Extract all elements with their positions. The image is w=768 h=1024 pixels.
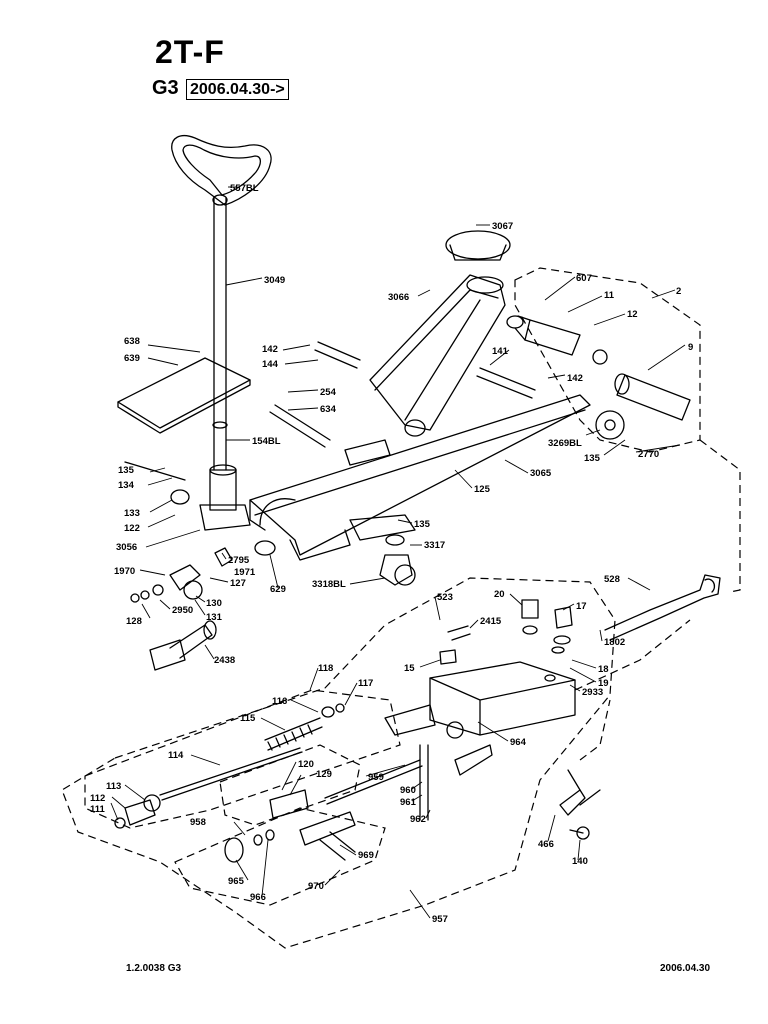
label-12: 12 — [627, 309, 638, 320]
label-629: 629 — [270, 584, 286, 595]
label-958: 958 — [190, 817, 206, 828]
valve-block — [429, 661, 576, 736]
label-969: 969 — [358, 850, 374, 861]
label-9: 9 — [688, 342, 693, 353]
label-962: 962 — [410, 814, 426, 825]
label-965: 965 — [228, 876, 245, 887]
date-range-box: 2006.04.30-> — [186, 79, 289, 100]
label-528: 528 — [604, 574, 620, 585]
label-2438: 2438 — [214, 655, 235, 666]
label-961: 961 — [400, 797, 417, 808]
label-1970: 1970 — [114, 566, 135, 577]
label-3067: 3067 — [492, 221, 513, 232]
release-rod — [159, 747, 303, 801]
label-523: 523 — [437, 592, 453, 603]
assembly-957-outline — [61, 577, 616, 949]
label-1971: 1971 — [234, 567, 256, 578]
label-966: 966 — [250, 892, 266, 903]
label-127: 127 — [230, 578, 246, 589]
label-129: 129 — [316, 769, 332, 780]
label-140: 140 — [572, 856, 588, 867]
label-18: 18 — [598, 664, 609, 675]
label-125: 125 — [474, 484, 491, 495]
main-frame — [249, 394, 591, 556]
label-2415: 2415 — [480, 616, 502, 627]
label-964: 964 — [510, 737, 527, 748]
label-114: 114 — [168, 750, 184, 761]
label-970: 970 — [308, 881, 324, 892]
label-11: 11 — [604, 290, 615, 301]
caster-wheel — [379, 554, 413, 586]
label-113: 113 — [106, 781, 121, 792]
label-2795: 2795 — [228, 555, 250, 566]
label-3269BL: 3269BL — [548, 438, 582, 449]
label-2950: 2950 — [172, 605, 193, 616]
label-3317: 3317 — [424, 540, 445, 551]
label-117: 117 — [358, 678, 373, 689]
label-466: 466 — [538, 839, 554, 850]
label-2: 2 — [676, 286, 681, 297]
diagram-title: 2T-F — [155, 34, 225, 70]
label-135-a: 135 — [584, 453, 601, 464]
label-134: 134 — [118, 480, 135, 491]
footer-date: 2006.04.30 — [660, 963, 711, 974]
footer-code: 1.2.0038 G3 — [126, 963, 182, 974]
label-142-a: 142 — [262, 344, 278, 355]
label-115: 115 — [240, 713, 256, 724]
lift-saddle — [445, 230, 511, 260]
label-144: 144 — [262, 359, 279, 370]
foot-pedal — [149, 639, 186, 671]
label-607: 607 — [576, 273, 592, 284]
hydraulic-line — [604, 574, 721, 641]
label-557BL: 557BL — [230, 183, 259, 194]
label-133: 133 — [124, 508, 140, 519]
label-122: 122 — [124, 523, 140, 534]
label-112: 112 — [90, 793, 105, 804]
label-128: 128 — [126, 616, 142, 627]
label-17: 17 — [576, 601, 587, 612]
label-3049: 3049 — [264, 275, 285, 286]
label-141: 141 — [492, 346, 509, 357]
label-3065: 3065 — [530, 468, 552, 479]
label-135-b: 135 — [118, 465, 135, 476]
label-135-c: 135 — [414, 519, 431, 530]
handle-socket — [209, 469, 237, 511]
ram-cylinder — [616, 374, 691, 421]
label-116: 116 — [272, 696, 287, 707]
pump-cylinder — [524, 319, 581, 356]
label-1802: 1802 — [604, 637, 625, 648]
label-634: 634 — [320, 404, 337, 415]
label-639: 639 — [124, 353, 140, 364]
label-130: 130 — [206, 598, 222, 609]
label-2770: 2770 — [638, 449, 659, 460]
label-638: 638 — [124, 336, 140, 347]
label-142-b: 142 — [567, 373, 583, 384]
label-19: 19 — [598, 678, 609, 689]
label-120: 120 — [298, 759, 314, 770]
label-3066: 3066 — [388, 292, 409, 303]
model-code: G3 — [152, 77, 179, 99]
label-2933: 2933 — [582, 687, 603, 698]
label-3318BL: 3318BL — [312, 579, 346, 590]
label-131: 131 — [206, 612, 223, 623]
label-20: 20 — [494, 589, 505, 600]
label-111: 111 — [90, 804, 106, 815]
cover-plate — [117, 357, 251, 429]
front-wheel — [595, 410, 625, 440]
handle-grip — [171, 135, 272, 206]
handle-shaft — [213, 197, 227, 471]
label-960: 960 — [400, 785, 416, 796]
label-118: 118 — [318, 663, 333, 674]
label-3056: 3056 — [116, 542, 137, 553]
label-957: 957 — [432, 914, 448, 925]
label-154BL: 154BL — [252, 436, 281, 447]
label-959: 959 — [368, 772, 384, 783]
label-15: 15 — [404, 663, 415, 674]
label-254: 254 — [320, 387, 337, 398]
